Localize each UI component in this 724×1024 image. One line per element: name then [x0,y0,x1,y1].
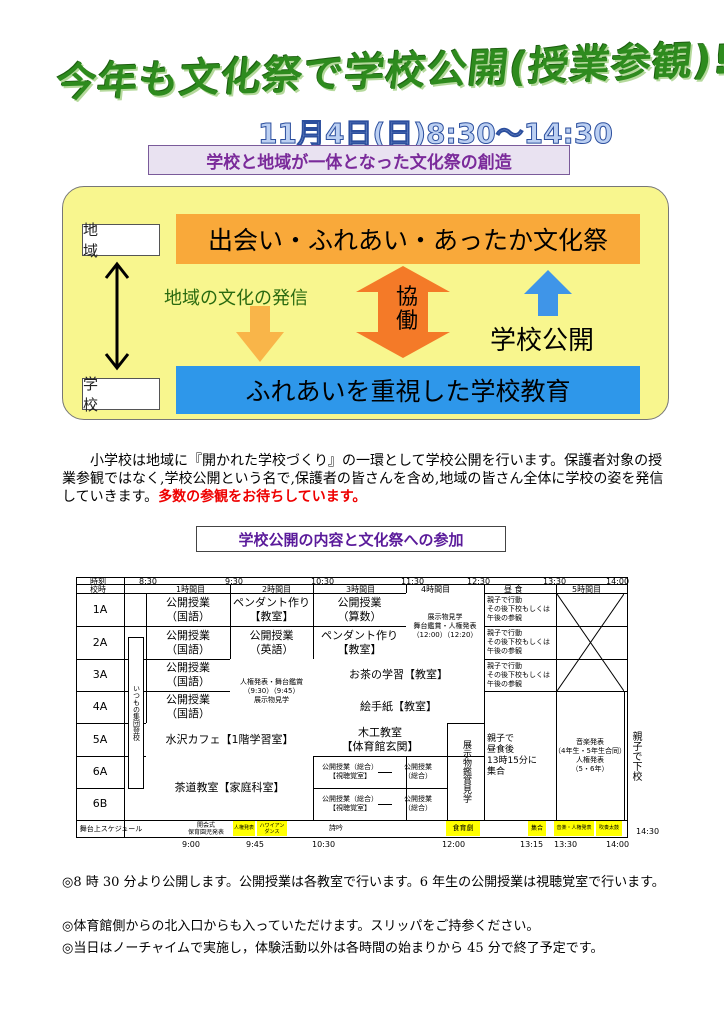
stage-1: 人権発表 [233,821,255,836]
bottom-bar: ふれあいを重視した学校教育 [176,366,640,414]
stage-2: ハワイアン ダンス [257,821,287,836]
stage-3: 詩吟 [329,824,343,832]
r4-7-lunch: 親子で 昼食後 13時15分に 集合 [487,733,537,777]
schedule-table: 時刻 校時 8:30 9:30 10:30 11:30 12:30 13:30 … [76,577,659,849]
period-3: 3時間目 [346,585,376,594]
class-6b: 6B [92,797,108,810]
stage-4: 食育劇 [446,821,480,836]
r2-p2: 公開授業 （英語） [249,628,294,656]
r1-p1: 公開授業 （国語） [166,595,210,623]
header-kouji: 校時 [90,585,106,594]
r2-p3: ペンダント作り 【教室】 [321,628,398,656]
header-jikoku: 時刻 [90,577,106,586]
no-class-cross-icon [557,594,624,691]
right-label: 学校公開 [490,326,595,356]
arrow-6a [378,772,392,773]
r67-p12: 茶道教室【家庭科室】 [146,756,313,820]
center-label: 協働 [395,285,418,334]
r12-p4: 展示物見学 舞台鑑賞・人権発表 （12:00）（12:20） [406,593,484,659]
r6a-p3b: 公開授業 （総合） [404,763,432,780]
r3-p2: 人権発表・舞台鑑賞 （9:30）（9:45） 展示物見学 [230,659,313,723]
up-arrow-icon [524,270,572,316]
r3-p1: 公開授業 （国語） [166,661,210,688]
r6b-p3b: 公開授業 （総合） [404,795,432,812]
period-5: 5時間目 [572,585,602,594]
class-2a: 2A [92,635,108,649]
time-3: 11:30 [401,577,425,586]
note-3: ◎当日はノーチャイムで実施し，体験活動以外は各時間の始まりから 45 分で終了予… [62,941,604,956]
bottom-time-2: 10:30 [312,840,336,849]
period-lunch: 昼 食 [504,585,523,594]
r6a-p3a: 公開授業（総合） 【視聴覚室】 [322,763,378,780]
note-1: ◎8 時 30 分より公開します。公開授業は各教室で行います。6 年生の公開授業… [62,875,665,890]
period-2: 2時間目 [262,585,292,594]
headline: 今年も文化祭で学校公開(授業参観)!! [53,36,724,107]
oyako-geko: 親子で下校 [630,730,641,781]
r2-lunch: 親子で行動 その後下校もしくは 午後の参観 [487,629,550,655]
r1-lunch: 親子で行動 その後下校もしくは 午後の参観 [487,596,550,622]
time-4: 12:30 [467,577,491,586]
r4-p1: 公開授業 （国語） [166,693,210,720]
r3-p34: お茶の学習【教室】 [313,659,484,691]
class-3a: 3A [92,668,108,681]
period-4: 4時間目 [421,585,451,594]
r5-p3: 木工教室 【体育館玄関】 [313,723,447,756]
tag-school: 学 校 [82,375,160,414]
class-4a: 4A [92,700,108,713]
end-time: 14:30 [636,827,660,836]
r6b-p3a: 公開授業（総合） 【視聴覚室】 [322,795,378,812]
section-heading: 学校公開の内容と文化祭への参加 [196,526,506,552]
top-bar: 出会い・ふれあい・あったか文化祭 [176,214,640,264]
intro-body: 小学校は地域に『開かれた学校づくり』の一環として学校公開を行います。保護者対象の… [62,453,664,505]
note-2: ◎体育館側からの北入口からも入っていただけます。スリッパをご持参ください。 [62,919,540,934]
left-label: 地域の文化の発信 [164,288,308,309]
stage-label: 舞台上スケジュール [79,824,143,833]
bottom-time-3: 12:00 [442,840,466,849]
r1-p3: 公開授業 （算数） [337,595,382,623]
bottom-time-1: 9:45 [246,840,264,849]
period-1: 1時間目 [176,585,206,594]
r1-p2: ペンダント作り 【教室】 [233,595,310,623]
center-double-arrow-icon [356,266,450,358]
double-arrow-icon [104,261,130,371]
r5-p12: 水沢カフェ【1階学習室】 [146,723,313,756]
r4-7-p4: 展示物鑑賞見学 [461,740,471,803]
bottom-time-4: 13:15 [520,840,544,849]
class-5a: 5A [92,732,108,746]
time-1: 9:30 [225,577,243,586]
time-6: 14:00 [606,577,630,586]
bottom-time-5: 13:30 [554,840,578,849]
tag-community: 地 域 [82,221,160,260]
time-5: 13:30 [543,577,567,586]
stage-6: 音楽・人権発表 [554,821,594,836]
r4-p34: 絵手紙【教室】 [313,691,484,723]
down-arrow-icon [236,306,284,362]
gathering-note: いつもの集団登校 [128,637,144,789]
bottom-time-6: 14:00 [606,840,630,849]
tagline: 学校と地域が一体となった文化祭の創造 [148,145,570,175]
r4-7-p5: 音楽発表 （4年生・5年生合同） 人権発表 （5・6年） [554,737,626,773]
class-1a: 1A [92,602,108,616]
r2-p1: 公開授業 （国語） [166,628,210,656]
intro-emphasis: 多数の参観をお待ちしています。 [158,489,367,505]
intro-paragraph: 小学校は地域に『開かれた学校づくり』の一環として学校公開を行います。保護者対象の… [62,452,670,506]
time-0: 8:30 [139,577,157,586]
r3-lunch: 親子で行動 その後下校もしくは 午後の参観 [487,661,550,688]
class-6a: 6A [92,765,108,778]
stage-0: 開会式 保育園児発表 [187,821,224,836]
time-2: 10:30 [311,577,335,586]
arrow-6b [378,804,392,805]
bottom-time-0: 9:00 [182,840,200,849]
stage-5: 集合 [528,821,546,836]
event-date: 11月4日(日)8:30〜14:30 [258,117,614,151]
stage-7: 吹奏太鼓 [596,821,622,836]
